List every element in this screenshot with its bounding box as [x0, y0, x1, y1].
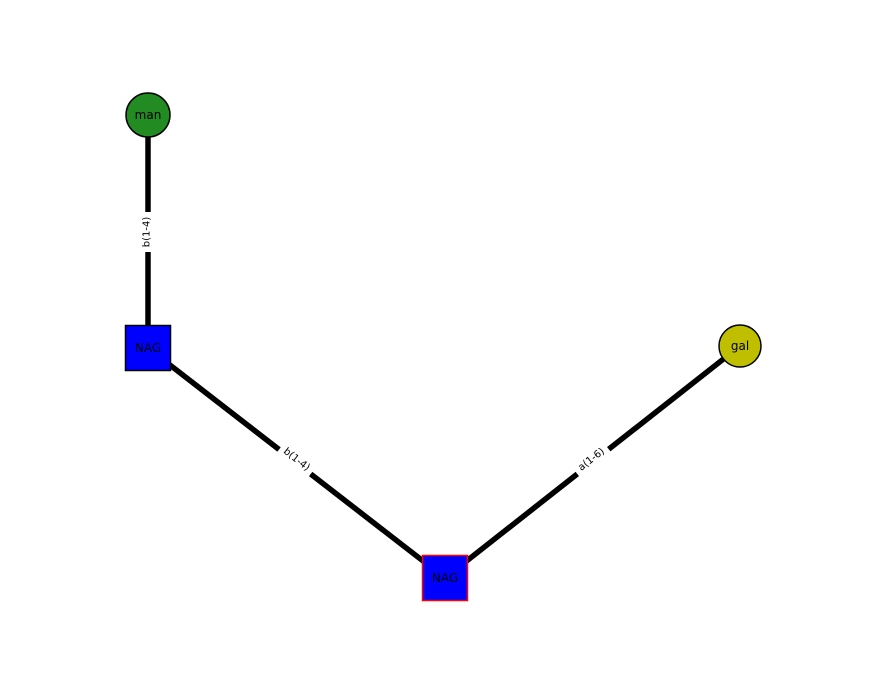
node-man-shape: [125, 92, 171, 138]
edge-label-bg: [276, 440, 318, 478]
node-nag-2-label: NAG: [432, 571, 458, 585]
node-gal-shape: [718, 324, 762, 368]
edge-label-bg: [138, 212, 154, 252]
edge-label-bg: [570, 440, 612, 478]
node-nag-1-label: NAG: [135, 341, 161, 355]
edge-label-group-man-nag-1: b(1-4): [138, 212, 154, 252]
edge-label-group-nag-1-nag-2: b(1-4): [276, 440, 318, 478]
edge-label: b(1-4): [142, 217, 153, 248]
edge-label-group-nag-2-gal: a(1-6): [570, 440, 612, 478]
node-gal-label: gal: [731, 339, 749, 353]
node-man-label: man: [135, 108, 162, 122]
node-nag-1-shape: [124, 324, 172, 372]
node-nag-2-shape: [421, 554, 469, 602]
